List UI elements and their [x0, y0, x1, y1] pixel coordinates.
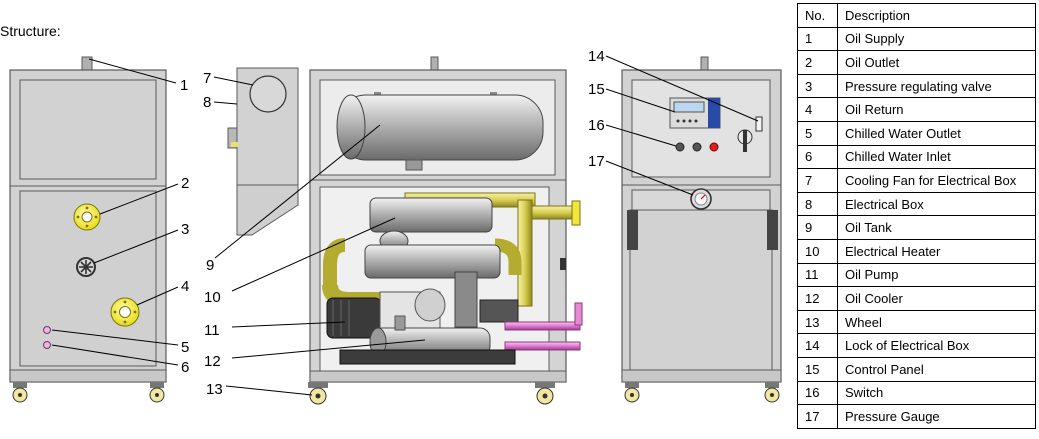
row-no: 2 — [797, 50, 838, 75]
side-view — [227, 56, 583, 405]
switches — [675, 142, 719, 152]
back-view — [621, 56, 782, 403]
row-no: 4 — [797, 97, 838, 122]
lock-of-electrical-box — [737, 116, 763, 152]
oil-cooler — [369, 315, 491, 357]
side-view-wheels — [308, 382, 555, 405]
row-description: Switch — [837, 380, 1036, 406]
oil-tank — [336, 92, 544, 171]
row-description: Oil Pump — [837, 262, 1036, 288]
row-description: Oil Cooler — [837, 286, 1036, 311]
front-view-wheels — [12, 382, 165, 403]
oil-return-flange — [110, 297, 140, 327]
row-no: 7 — [797, 168, 838, 193]
row-description: Oil Tank — [837, 215, 1036, 240]
electrical-heater — [364, 197, 501, 279]
callout-1: 1 — [180, 77, 188, 94]
callout-16: 16 — [588, 117, 605, 134]
row-no: 8 — [797, 191, 838, 217]
callout-10: 10 — [204, 289, 221, 306]
electrical-box — [227, 67, 299, 236]
row-no: 10 — [797, 238, 838, 264]
row-no: 15 — [797, 356, 838, 382]
oil-outlet-flange — [73, 203, 101, 231]
callout-5: 5 — [181, 339, 189, 356]
row-no: 1 — [797, 26, 838, 52]
row-description: Oil Return — [837, 97, 1036, 122]
row-no: 13 — [797, 309, 838, 335]
row-no: 9 — [797, 215, 838, 240]
row-description: Cooling Fan for Electrical Box — [837, 168, 1036, 193]
row-no: 16 — [797, 380, 838, 406]
callout-17: 17 — [588, 153, 605, 170]
structure-heading: Structure: — [0, 23, 61, 39]
callout-numbers: 1 2 3 4 5 6 7 8 9 10 11 12 13 14 15 16 1… — [180, 48, 605, 398]
control-panel — [669, 97, 721, 129]
row-description: Electrical Box — [837, 191, 1036, 217]
base-plate — [339, 349, 516, 365]
row-description: Chilled Water Outlet — [837, 120, 1036, 146]
header-no: No. — [797, 3, 838, 28]
back-view-wheels — [624, 382, 780, 403]
row-description: Pressure Gauge — [837, 404, 1036, 429]
table-header-row: No. Description — [797, 3, 1036, 28]
chilled-water-outlet-port — [43, 326, 51, 334]
callout-4: 4 — [181, 278, 189, 295]
pressure-gauge — [690, 188, 712, 210]
callout-12: 12 — [204, 353, 221, 370]
machine-drawing: 1 2 3 4 5 6 7 8 9 10 11 12 13 14 15 16 1… — [9, 48, 782, 405]
header-description: Description — [837, 3, 1036, 28]
callout-13: 13 — [206, 381, 223, 398]
row-description: Control Panel — [837, 356, 1036, 382]
row-no: 12 — [797, 286, 838, 311]
row-no: 3 — [797, 73, 838, 99]
callout-14: 14 — [588, 48, 605, 65]
row-description: Oil Outlet — [837, 50, 1036, 75]
callout-2: 2 — [181, 175, 189, 192]
chilled-water-pipes — [504, 302, 583, 351]
row-description: Lock of Electrical Box — [837, 333, 1036, 358]
row-no: 5 — [797, 120, 838, 146]
callout-15: 15 — [588, 81, 605, 98]
cooling-fan — [249, 75, 287, 113]
row-description: Oil Supply — [837, 26, 1036, 52]
row-description: Electrical Heater — [837, 238, 1036, 264]
leader-lines — [51, 55, 759, 396]
row-description: Pressure regulating valve — [837, 73, 1036, 99]
row-no: 11 — [797, 262, 838, 288]
row-no: 14 — [797, 333, 838, 358]
chilled-water-inlet-port — [43, 341, 51, 349]
callout-9: 9 — [206, 257, 214, 274]
front-view — [9, 56, 167, 403]
callout-7: 7 — [203, 70, 211, 87]
row-no: 17 — [797, 404, 838, 429]
row-description: Wheel — [837, 309, 1036, 335]
row-no: 6 — [797, 144, 838, 170]
callout-8: 8 — [203, 94, 211, 111]
row-description: Chilled Water Inlet — [837, 144, 1036, 170]
callout-11: 11 — [204, 322, 220, 339]
callout-6: 6 — [181, 359, 189, 376]
pressure-regulating-valve — [76, 257, 96, 277]
callout-3: 3 — [181, 221, 189, 238]
